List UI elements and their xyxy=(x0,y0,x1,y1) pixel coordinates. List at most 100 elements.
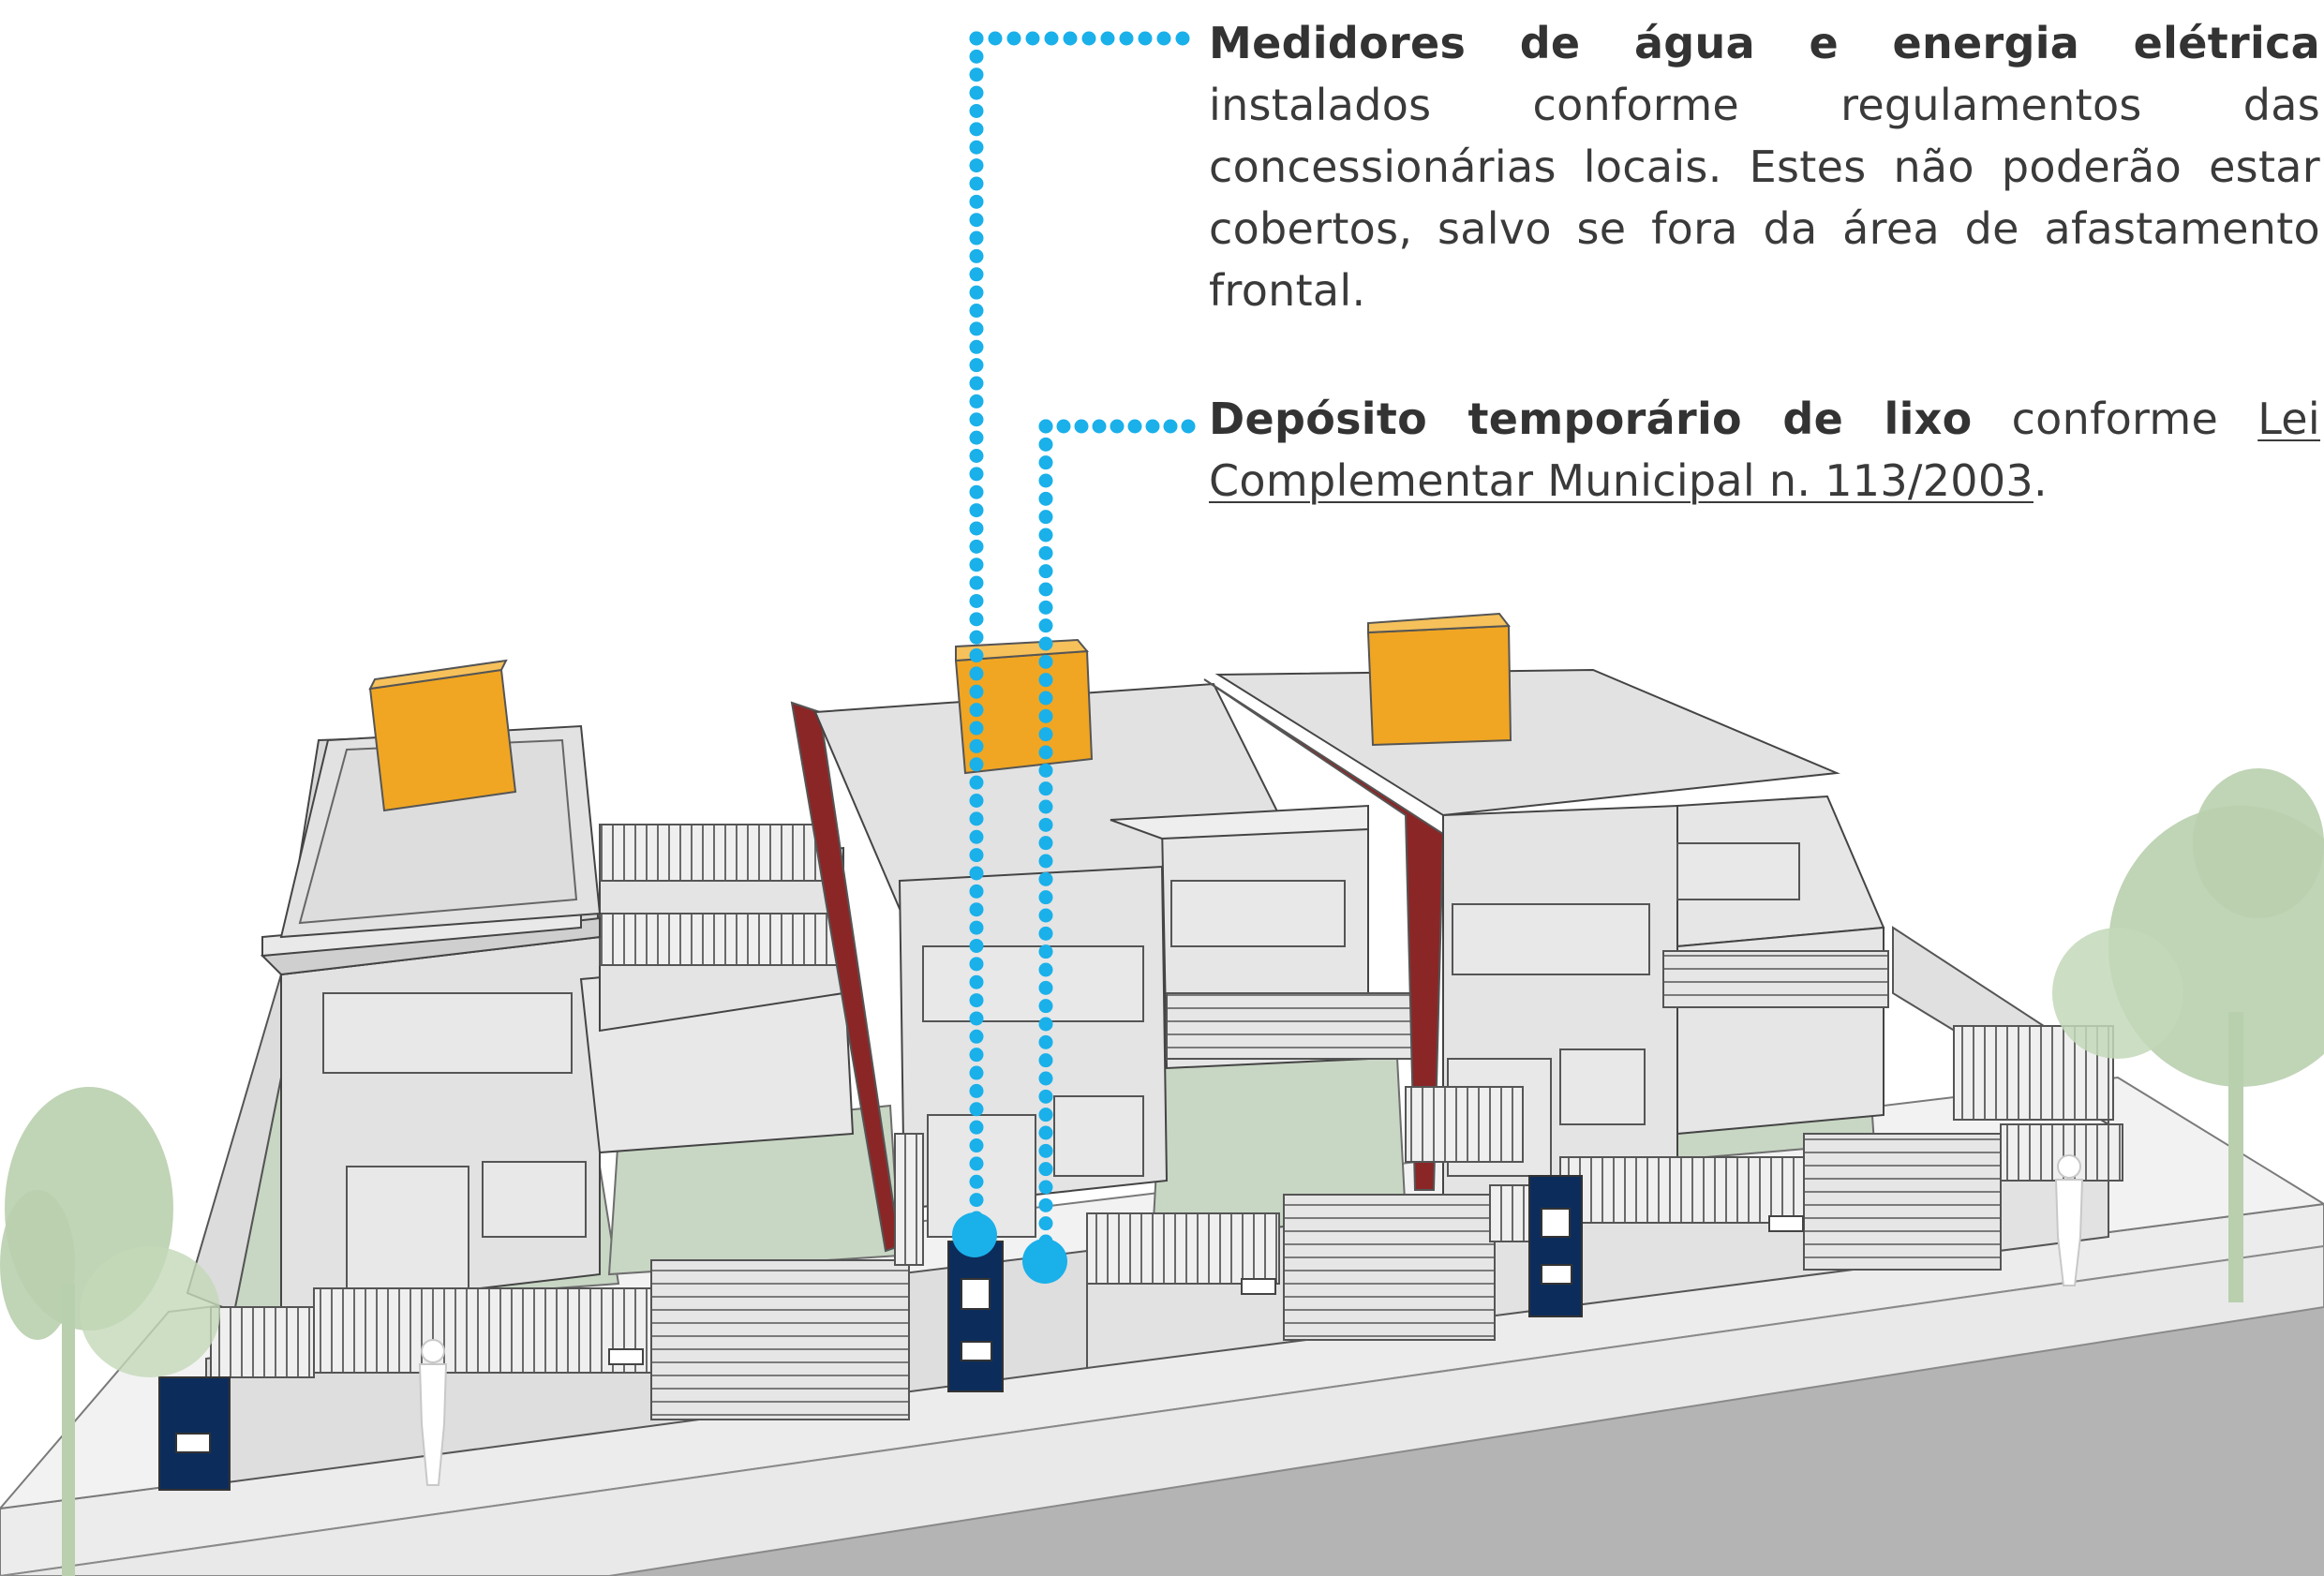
meter-box-icon xyxy=(947,1241,1004,1392)
leader-dot xyxy=(969,230,984,245)
leader-dot xyxy=(1038,600,1053,615)
leader-dot xyxy=(1038,1089,1053,1104)
pergola xyxy=(1662,950,1889,1008)
leader-dot xyxy=(969,1065,984,1080)
leader-dot xyxy=(969,430,984,445)
leader-dot xyxy=(1038,999,1053,1014)
leader-dot xyxy=(1038,908,1053,923)
leader-dot xyxy=(969,484,984,499)
leader-dot xyxy=(969,1138,984,1153)
leader-dot xyxy=(1038,528,1053,543)
leader-dot xyxy=(1110,419,1125,434)
leader-dot xyxy=(969,775,984,790)
pedestrian-icon xyxy=(418,1339,448,1486)
law-link[interactable]: Lei Complementar Municipal n. 113/2003 xyxy=(1209,394,2320,506)
leader-dot xyxy=(969,738,984,753)
leader-dot xyxy=(1038,437,1053,452)
leader-dot xyxy=(969,866,984,881)
leader-dot xyxy=(1081,31,1096,46)
leader-dot xyxy=(1038,962,1053,977)
leader-dot xyxy=(969,376,984,391)
leader-dot xyxy=(1038,1034,1053,1049)
leader-dot xyxy=(969,1011,984,1026)
sliding-gate xyxy=(1283,1194,1496,1341)
leader-dot xyxy=(1063,31,1078,46)
pedestrian-icon xyxy=(2054,1154,2084,1286)
leader-dot xyxy=(1038,871,1053,886)
mailbox-icon xyxy=(1768,1215,1804,1232)
annotation-meters: Medidores de água e energia elétrica ins… xyxy=(1209,12,2320,321)
pergola xyxy=(1166,992,1416,1060)
leader-dot xyxy=(1038,817,1053,832)
leader-dot xyxy=(1038,673,1053,688)
leader-dot xyxy=(1038,691,1053,706)
leader-dot xyxy=(1025,31,1040,46)
leader-dot xyxy=(969,412,984,427)
leader-dot xyxy=(1038,926,1053,941)
curb xyxy=(0,1244,2324,1576)
leader-dot xyxy=(969,503,984,518)
water-tank-icon xyxy=(368,668,517,812)
leader-dot xyxy=(969,558,984,572)
annotation-meters-text: instalados conforme regulamentos das con… xyxy=(1209,80,2320,316)
leader-dot xyxy=(969,666,984,681)
leader-dot xyxy=(969,194,984,209)
front-fence xyxy=(205,1025,2123,1487)
leader-dot xyxy=(1038,1053,1053,1068)
leader-dot xyxy=(1056,419,1071,434)
leader-dot xyxy=(1038,1197,1053,1212)
leader-dot xyxy=(1038,745,1053,760)
leader-dot xyxy=(969,612,984,627)
leader-dot xyxy=(969,539,984,554)
leader-dot xyxy=(1038,1108,1053,1123)
leader-dot xyxy=(1038,1125,1053,1140)
house-right xyxy=(1214,612,1889,1211)
leader-dot xyxy=(988,31,1003,46)
house-left xyxy=(260,659,855,1314)
leader-dot xyxy=(969,648,984,663)
leader-dot xyxy=(969,1156,984,1171)
leader-dot xyxy=(1038,1216,1053,1231)
leader-dot xyxy=(969,358,984,373)
leader-dot xyxy=(969,630,984,645)
leader-dot xyxy=(969,684,984,699)
leader-dot xyxy=(1119,31,1134,46)
leader-dot xyxy=(969,974,984,989)
leader-dot xyxy=(969,993,984,1008)
leader-dot xyxy=(969,67,984,82)
leader-dot xyxy=(969,339,984,354)
leader-dot xyxy=(969,848,984,863)
mailbox-icon xyxy=(1241,1278,1276,1295)
leader-dot xyxy=(1092,419,1107,434)
leader-dot xyxy=(1127,419,1142,434)
mailbox-icon xyxy=(608,1348,644,1365)
leader-dot xyxy=(969,721,984,736)
leader-dot xyxy=(969,1193,984,1208)
waste-callout-line xyxy=(1038,419,1196,1249)
leader-dot xyxy=(1038,419,1053,434)
leader-dot xyxy=(1038,836,1053,851)
waste-callout-dot xyxy=(1022,1239,1067,1284)
leader-dot xyxy=(1038,781,1053,796)
meter-box-icon xyxy=(158,1376,231,1491)
leader-dot xyxy=(1006,31,1021,46)
leader-dot xyxy=(1038,582,1053,597)
leader-dot xyxy=(969,285,984,300)
balcony-railing xyxy=(599,913,844,966)
meter-box-icon xyxy=(1528,1175,1583,1317)
leader-dot xyxy=(969,902,984,917)
leader-dot xyxy=(1138,31,1153,46)
leader-dot xyxy=(1038,890,1053,905)
leader-dot xyxy=(1038,763,1053,778)
leader-dot xyxy=(1038,1071,1053,1086)
leader-dot xyxy=(969,49,984,64)
leader-dot xyxy=(1038,473,1053,488)
leader-dot xyxy=(1038,636,1053,651)
annotation-meters-bold: Medidores de água e energia elétrica xyxy=(1209,18,2320,68)
leader-dot xyxy=(969,85,984,100)
leader-dot xyxy=(969,1102,984,1117)
leader-dot xyxy=(1145,419,1160,434)
leader-dot xyxy=(969,267,984,282)
house-middle xyxy=(790,638,1445,1253)
leader-dot xyxy=(969,140,984,155)
